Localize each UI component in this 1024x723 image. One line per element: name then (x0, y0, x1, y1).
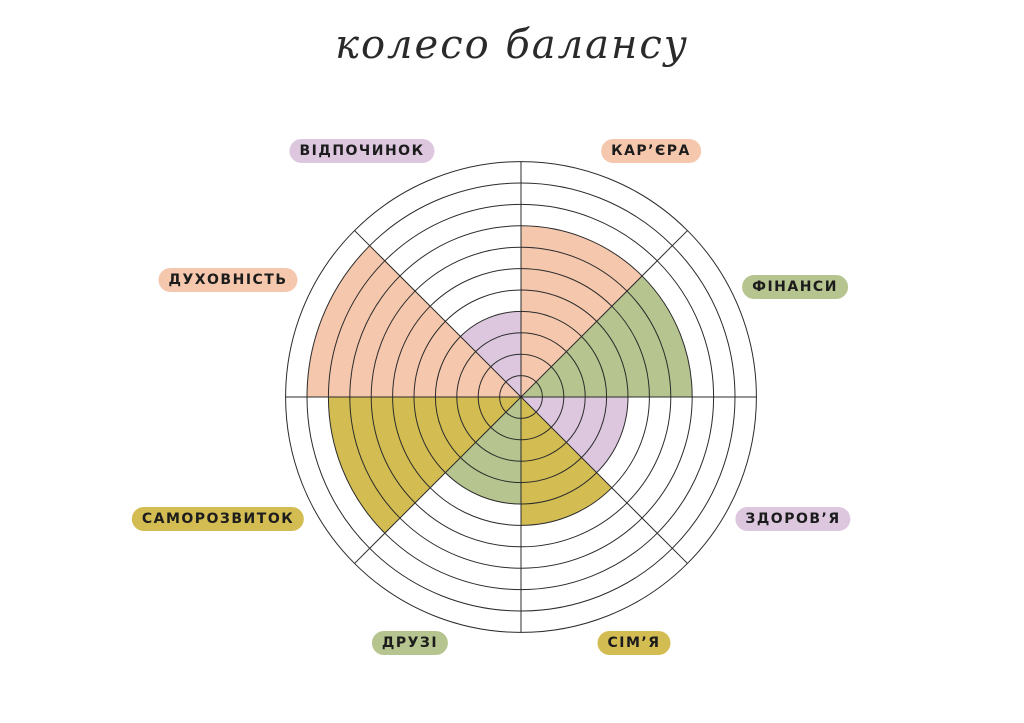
page-title: колесо балансу (335, 22, 689, 68)
label-health: ЗДОРОВ’Я (735, 507, 851, 531)
label-family: СІМ’Я (597, 631, 671, 655)
wheel-segment-fill (328, 397, 521, 534)
wheel-segment-fill (521, 397, 628, 473)
label-spirituality: ДУХОВНІСТЬ (158, 268, 298, 292)
wheel-spoke (354, 396, 522, 564)
wheel-segment-fill (521, 275, 693, 397)
wheel-spoke (354, 230, 522, 398)
wheel-segment-fill (460, 311, 521, 397)
wheel-spoke (520, 230, 688, 398)
label-friends: ДРУЗІ (371, 631, 449, 655)
wheel-segment-fill (445, 397, 521, 504)
label-self-development: САМОРОЗВИТОК (131, 507, 305, 531)
wheel-spoke (520, 396, 688, 564)
wheel-segment-fill (307, 245, 521, 397)
wheel-segment-fill (521, 397, 612, 526)
label-finances: ФІНАНСИ (742, 275, 848, 299)
label-career: КАР’ЄРА (601, 139, 701, 163)
wheel-segment-fill (521, 225, 643, 397)
label-rest: ВІДПОЧИНОК (289, 139, 435, 163)
